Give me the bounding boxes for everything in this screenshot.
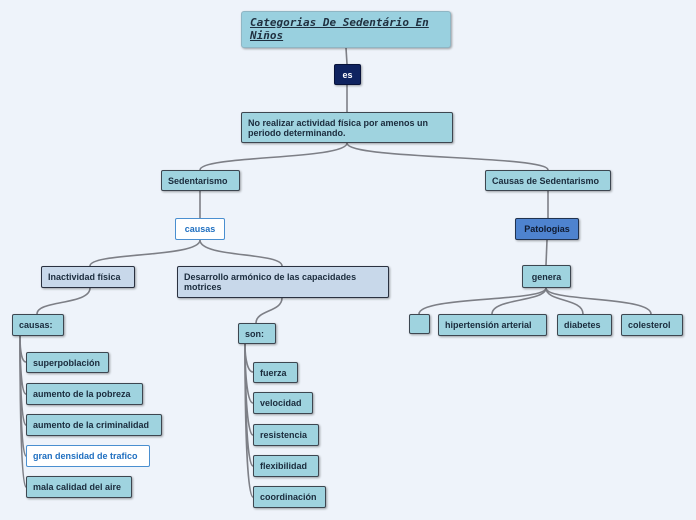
link-genera-hipertension [491, 287, 547, 315]
causas-colon-node[interactable]: causas: [12, 314, 64, 336]
colesterol-node[interactable]: colesterol [621, 314, 683, 336]
link-definition-sedentarismo [199, 142, 348, 171]
patologias-node[interactable]: Patologias [515, 218, 579, 240]
superpoblacion-node[interactable]: superpoblación [26, 352, 109, 373]
link-desarrollo-son [255, 297, 283, 324]
causas-node[interactable]: causas [175, 218, 225, 240]
aumento-pobreza-node[interactable]: aumento de la pobreza [26, 383, 143, 405]
desarrollo-armonico-node[interactable]: Desarrollo armónico de las capacidades m… [177, 266, 389, 298]
hipertension-arterial-node[interactable]: hipertensión arterial [438, 314, 547, 336]
link-causas-inactividad [89, 239, 201, 267]
diabetes-node[interactable]: diabetes [557, 314, 612, 336]
resistencia-node[interactable]: resistencia [253, 424, 319, 446]
empty-node[interactable] [409, 314, 430, 334]
link-patologias-genera [545, 239, 548, 266]
mala-calidad-aire-node[interactable]: mala calidad del aire [26, 476, 132, 498]
link-title-es [345, 47, 348, 65]
coordinacion-node[interactable]: coordinación [253, 486, 326, 508]
aumento-criminalidad-node[interactable]: aumento de la criminalidad [26, 414, 162, 436]
link-inactividad-causas-colon [36, 287, 91, 315]
es-link-node[interactable]: es [334, 64, 361, 85]
link-causas-aire [19, 335, 27, 488]
link-causas-desarrollo [199, 239, 283, 267]
son-node[interactable]: son: [238, 323, 276, 344]
genera-node[interactable]: genera [522, 265, 571, 288]
fuerza-node[interactable]: fuerza [253, 362, 298, 383]
velocidad-node[interactable]: velocidad [253, 392, 313, 414]
causas-de-sedentarismo-node[interactable]: Causas de Sedentarismo [485, 170, 611, 191]
link-son-coordinacion [244, 343, 254, 498]
link-genera-empty [418, 287, 547, 315]
link-definition-causas-sedentarismo [346, 142, 549, 171]
sedentarismo-node[interactable]: Sedentarismo [161, 170, 240, 191]
gran-densidad-trafico-node[interactable]: gran densidad de trafico [26, 445, 150, 467]
link-genera-colesterol [545, 287, 652, 315]
definition-node[interactable]: No realizar actividad física por amenos … [241, 112, 453, 143]
inactividad-fisica-node[interactable]: Inactividad física [41, 266, 135, 288]
map-title[interactable]: Categorias De Sedentário En Niños [241, 11, 451, 48]
link-genera-diabetes [545, 287, 584, 315]
flexibilidad-node[interactable]: flexibilidad [253, 455, 319, 477]
